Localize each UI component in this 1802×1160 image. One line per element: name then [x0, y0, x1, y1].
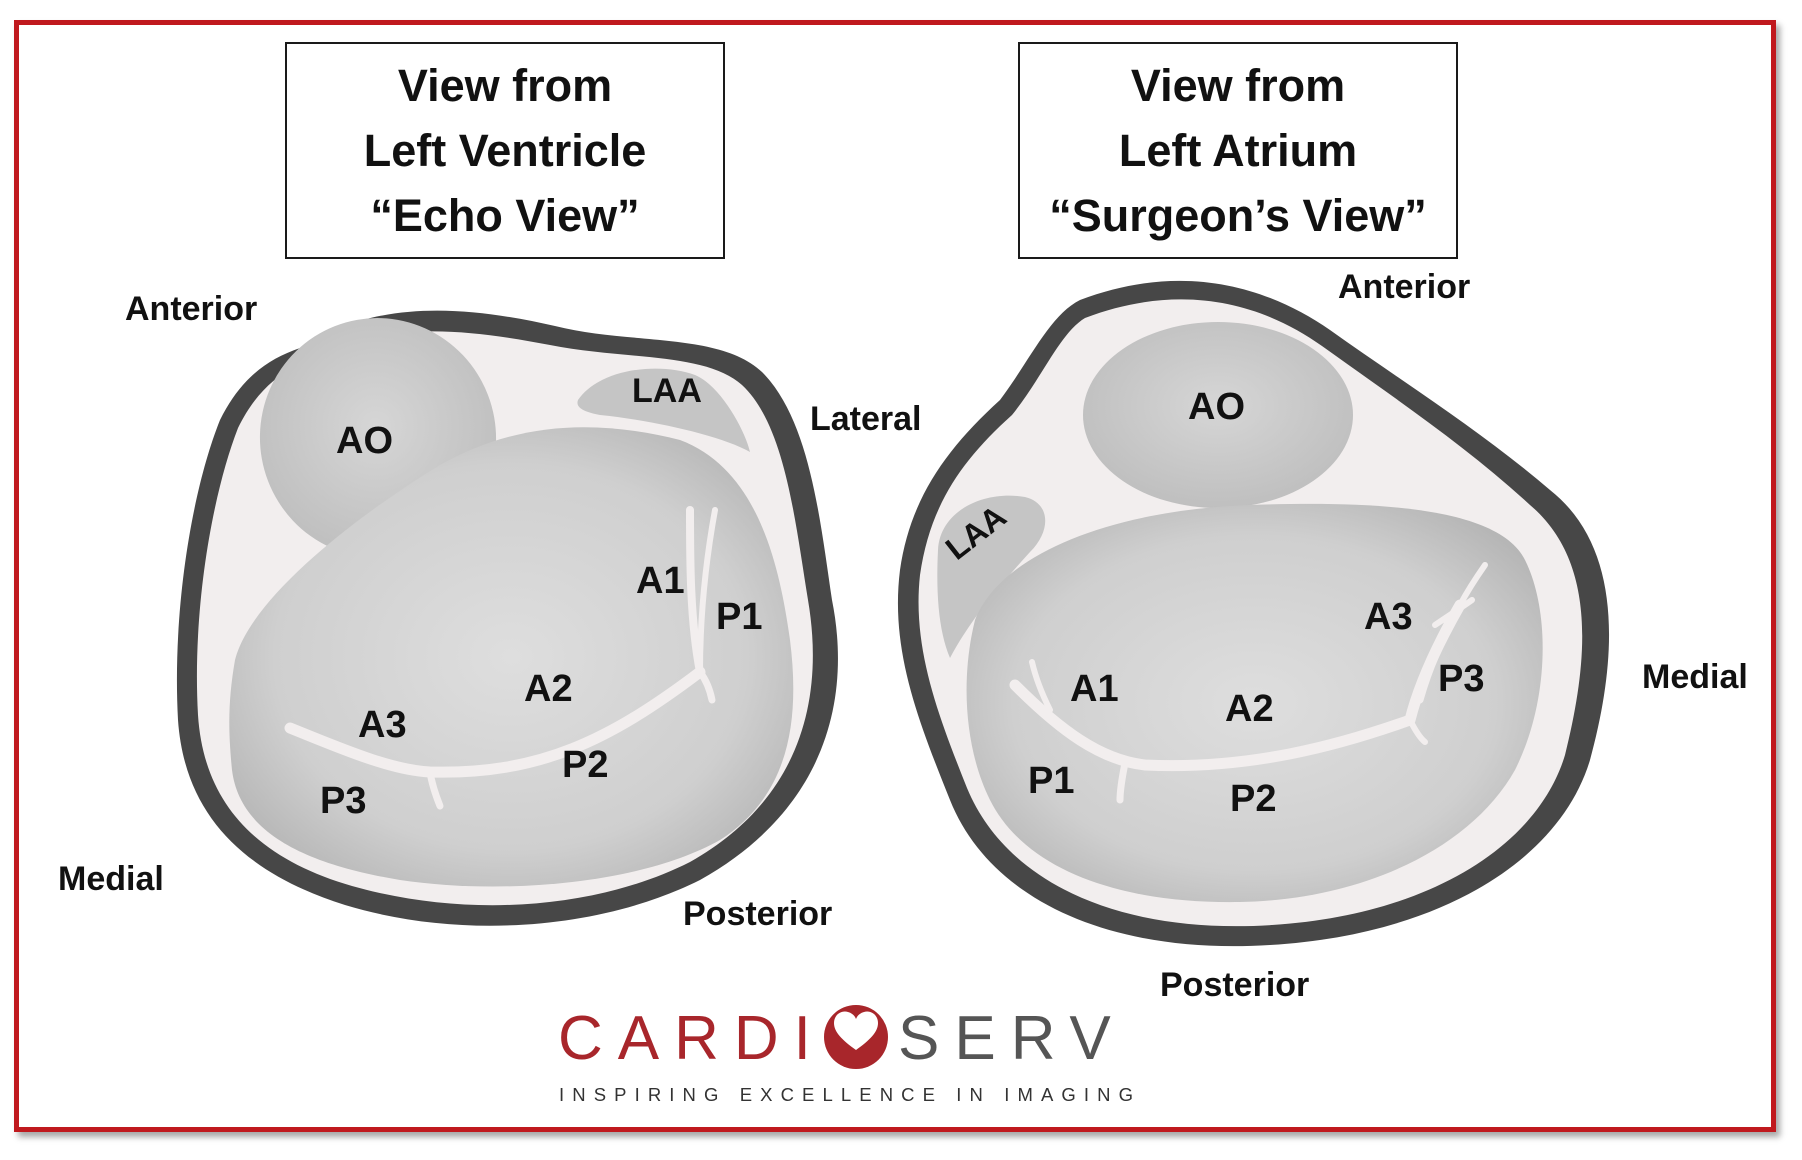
right-coaptation-top: [1457, 562, 1488, 608]
right-label-a3: A3: [1364, 596, 1413, 638]
left-label-p1: P1: [716, 596, 763, 638]
left-label-p3: P3: [320, 780, 367, 822]
right-label-p3: P3: [1438, 658, 1485, 700]
right-title-box: View from Left Atrium “Surgeon’s View”: [1018, 42, 1458, 259]
left-label-anterior: Anterior: [125, 290, 258, 328]
right-coaptation-tail: [1116, 759, 1129, 804]
right-coaptation-tail-2: [1407, 717, 1428, 745]
left-coaptation-branch-1: [686, 506, 704, 676]
right-title-line-3: “Surgeon’s View”: [1049, 190, 1427, 241]
left-label-medial: Medial: [58, 860, 164, 898]
left-title-line-1: View from: [397, 60, 613, 111]
right-coaptation-left-branch: [1029, 659, 1053, 713]
right-label-p2: P2: [1230, 778, 1277, 820]
left-title-line-2: Left Ventricle: [363, 125, 647, 176]
left-label-p2: P2: [562, 744, 609, 786]
right-label-posterior: Posterior: [1160, 966, 1310, 1004]
right-laa-shape: [937, 495, 1046, 658]
right-title-line-2: Left Atrium: [1118, 125, 1358, 176]
left-label-posterior: Posterior: [683, 895, 833, 933]
logo-word-serv: SERV: [898, 1004, 1126, 1073]
left-valve-group: [176, 310, 838, 926]
left-valve-orifice: [229, 427, 794, 887]
left-title-line-3: “Echo View”: [370, 190, 640, 241]
left-coaptation-tail: [426, 768, 444, 810]
left-coaptation-branch-2: [697, 507, 718, 675]
right-label-p1: P1: [1028, 760, 1075, 802]
right-label-a1: A1: [1070, 668, 1119, 710]
left-laa-shape: [577, 368, 750, 452]
heart-logo-icon: [824, 1005, 888, 1069]
right-label-ao: AO: [1188, 386, 1245, 428]
left-label-a2: A2: [524, 668, 573, 710]
left-coaptation-tail-2: [696, 668, 716, 704]
left-label-lateral: Lateral: [810, 400, 922, 438]
left-title-box: View from Left Ventricle “Echo View”: [285, 42, 725, 259]
right-ao-shape: [1083, 322, 1353, 508]
right-label-medial: Medial: [1642, 658, 1748, 696]
logo-tagline: INSPIRING EXCELLENCE IN IMAGING: [559, 1084, 1142, 1105]
logo-word-cardi: CARDI: [558, 1004, 826, 1073]
right-label-a2: A2: [1225, 688, 1274, 730]
left-label-a3: A3: [358, 704, 407, 746]
left-label-a1: A1: [636, 560, 685, 602]
left-label-ao: AO: [336, 420, 393, 462]
left-coaptation-line: [284, 666, 706, 778]
right-coaptation-branch-2: [1432, 597, 1475, 628]
right-valve-orifice: [966, 503, 1543, 903]
right-valve-group: [897, 280, 1610, 947]
right-label-anterior: Anterior: [1338, 268, 1471, 306]
right-coaptation-branch-1: [1416, 601, 1464, 704]
right-title-line-1: View from: [1130, 60, 1346, 111]
left-label-laa: LAA: [632, 372, 702, 410]
